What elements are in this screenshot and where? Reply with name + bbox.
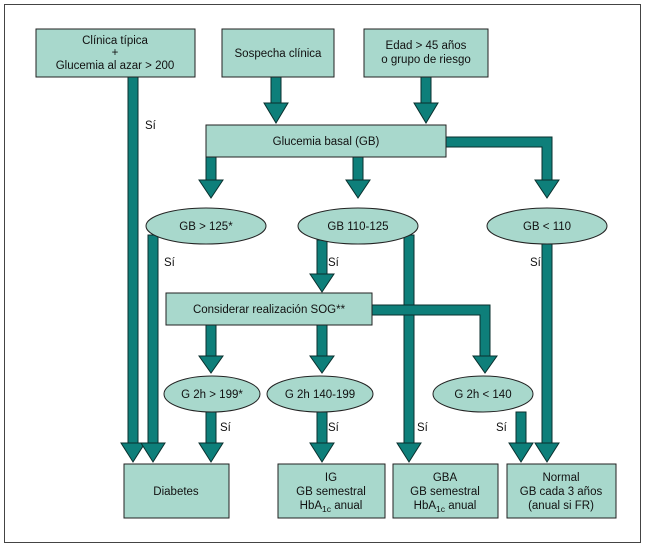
box-sog: Considerar realización SOG** — [165, 292, 373, 326]
edge-labels: Sí Sí Sí Sí Sí Sí Sí Sí — [145, 120, 542, 434]
clinica-line2: + — [112, 47, 119, 59]
gba-line2: GB semestral — [410, 486, 480, 498]
gba-line1: GBA — [433, 472, 458, 484]
box-diabetes: Diabetes — [123, 463, 230, 519]
sog-text: Considerar realización SOG** — [193, 304, 346, 316]
normal-line2: GB cada 3 años — [520, 486, 603, 498]
gb-lt110-text: GB < 110 — [523, 221, 571, 233]
arrow-sospecha-to-gb — [263, 76, 289, 124]
edad-line1: Edad > 45 años — [386, 40, 467, 52]
ellipse-gb-lt110: GB < 110 — [486, 207, 608, 245]
ellipse-gb-110-125: GB 110-125 — [297, 207, 419, 245]
gba-line3: HbA1c anual — [414, 500, 477, 514]
box-clinica: Clínica típica + Glucemia al azar > 200 — [35, 28, 196, 78]
g2h-gt199-text: G 2h > 199* — [181, 389, 243, 401]
ig-line3: HbA1c anual — [300, 500, 363, 514]
box-edad: Edad > 45 años o grupo de riesgo — [363, 28, 489, 78]
si-label-gbgt125: Sí — [164, 257, 176, 269]
clinica-line3: Glucemia al azar > 200 — [56, 60, 175, 72]
sospecha-text: Sospecha clínica — [235, 48, 323, 60]
clinica-line1: Clínica típica — [82, 35, 148, 47]
ellipse-g2h-140-199: G 2h 140-199 — [266, 375, 374, 413]
normal-line3: (anual si FR) — [528, 500, 594, 512]
si-label-gba: Sí — [417, 422, 429, 434]
si-label-g2h140199: Sí — [328, 422, 340, 434]
box-normal: Normal GB cada 3 años (anual si FR) — [506, 463, 617, 519]
si-label-gb110125: Sí — [328, 257, 340, 269]
ellipse-g2h-lt140: G 2h < 140 — [432, 375, 534, 413]
ig-line2: GB semestral — [296, 486, 366, 498]
g2h-lt140-text: G 2h < 140 — [454, 389, 511, 401]
gb-gt125-text: GB > 125* — [179, 221, 233, 233]
g2h-140-199-text: G 2h 140-199 — [285, 389, 355, 401]
si-label-g2hlt140: Sí — [496, 422, 508, 434]
si-label-clinica: Sí — [145, 120, 157, 132]
arrow-gb-to-gb110125 — [345, 156, 371, 199]
ellipse-g2h-gt199: G 2h > 199* — [163, 375, 261, 413]
box-glucemia-basal: Glucemia basal (GB) — [205, 124, 447, 158]
ellipse-gb-gt125: GB > 125* — [145, 207, 267, 245]
box-ig: IG GB semestral HbA1c anual — [277, 463, 386, 519]
si-label-g2hgt199: Sí — [220, 422, 232, 434]
gb-110-125-text: GB 110-125 — [327, 221, 388, 233]
glucemia-basal-text: Glucemia basal (GB) — [273, 136, 380, 148]
edad-line2: o grupo de riesgo — [381, 54, 471, 66]
box-sospecha: Sospecha clínica — [221, 28, 335, 78]
box-gba: GBA GB semestral HbA1c anual — [392, 463, 499, 519]
diagram-frame — [4, 4, 641, 543]
arrows — [120, 76, 560, 463]
diabetes-text: Diabetes — [153, 486, 199, 498]
ig-line1: IG — [325, 472, 337, 484]
si-label-gblt110: Sí — [530, 257, 542, 269]
arrow-g2hlt140-to-normal — [508, 411, 534, 463]
normal-line1: Normal — [542, 472, 579, 484]
